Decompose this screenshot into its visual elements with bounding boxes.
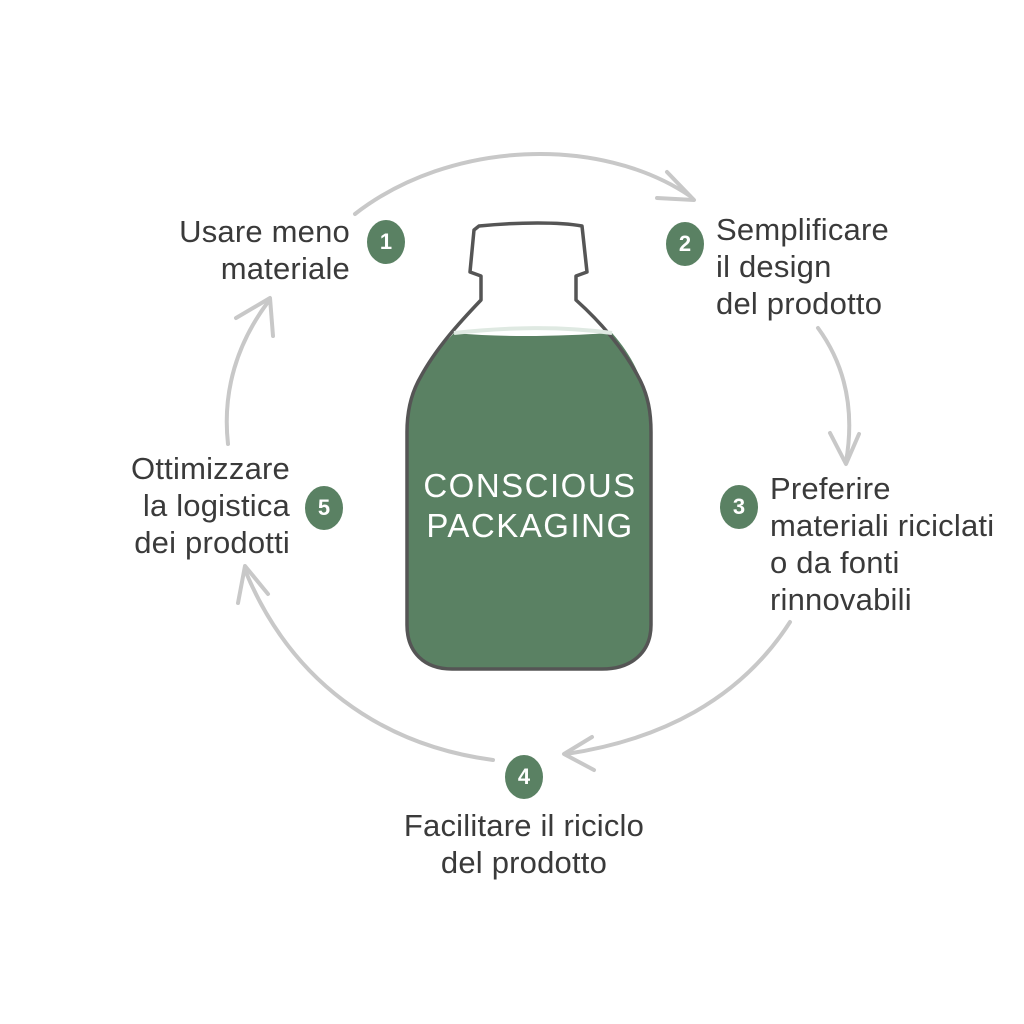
step-2-line-3: del prodotto <box>716 286 883 321</box>
center-label-line-2: PACKAGING <box>426 507 634 544</box>
arrow-4-to-5-head <box>236 564 270 605</box>
arrow-1-to-2-head <box>655 170 696 202</box>
arrow-3-to-4 <box>564 620 792 756</box>
step-5-line-2: la logistica <box>142 488 290 523</box>
step-2-badge: 2 <box>666 222 704 266</box>
step-1-badge: 1 <box>367 220 405 264</box>
center-label: CONSCIOUS PACKAGING <box>420 466 640 546</box>
bottle-outline <box>405 221 653 671</box>
step-5-line-3: dei prodotti <box>134 525 290 560</box>
arrow-1-to-2 <box>353 152 692 216</box>
bottle-liquid <box>408 333 650 668</box>
step-3-badge: 3 <box>720 485 758 529</box>
arrow-5-to-1-head <box>234 296 275 338</box>
bottle <box>405 221 653 671</box>
step-5-label: Ottimizzare la logistica dei prodotti <box>90 450 290 561</box>
center-label-line-1: CONSCIOUS <box>423 467 637 504</box>
step-4-label: Facilitare il riciclo del prodotto <box>374 807 674 881</box>
step-1-line-2: materiale <box>220 251 350 286</box>
arrow-2-to-3 <box>816 326 852 464</box>
arrow-2-to-3-head <box>828 431 861 466</box>
step-1-line-1: Usare meno <box>179 214 350 249</box>
step-3-line-1: Preferire <box>770 471 891 506</box>
step-3-line-3: o da fonti <box>770 545 900 580</box>
step-4-badge: 4 <box>505 755 543 799</box>
step-5-line-1: Ottimizzare <box>131 451 290 486</box>
step-2-line-1: Semplificare <box>716 212 889 247</box>
arrow-5-to-1 <box>224 300 270 446</box>
step-1-label: Usare meno materiale <box>150 213 350 287</box>
step-2-label: Semplificare il design del prodotto <box>716 211 946 322</box>
step-3-line-4: rinnovabili <box>770 582 912 617</box>
step-2-line-2: il design <box>716 249 832 284</box>
step-5-badge: 5 <box>305 486 343 530</box>
arrow-3-to-4-head <box>562 735 596 772</box>
arrow-4-to-5 <box>243 568 495 762</box>
step-4-line-1: Facilitare il riciclo <box>403 808 645 843</box>
step-3-line-2: materiali riciclati <box>770 508 995 543</box>
bottle-liquid-surface <box>453 326 613 335</box>
step-3-label: Preferire materiali riciclati o da fonti… <box>770 470 1010 618</box>
step-4-line-2: del prodotto <box>440 845 608 880</box>
